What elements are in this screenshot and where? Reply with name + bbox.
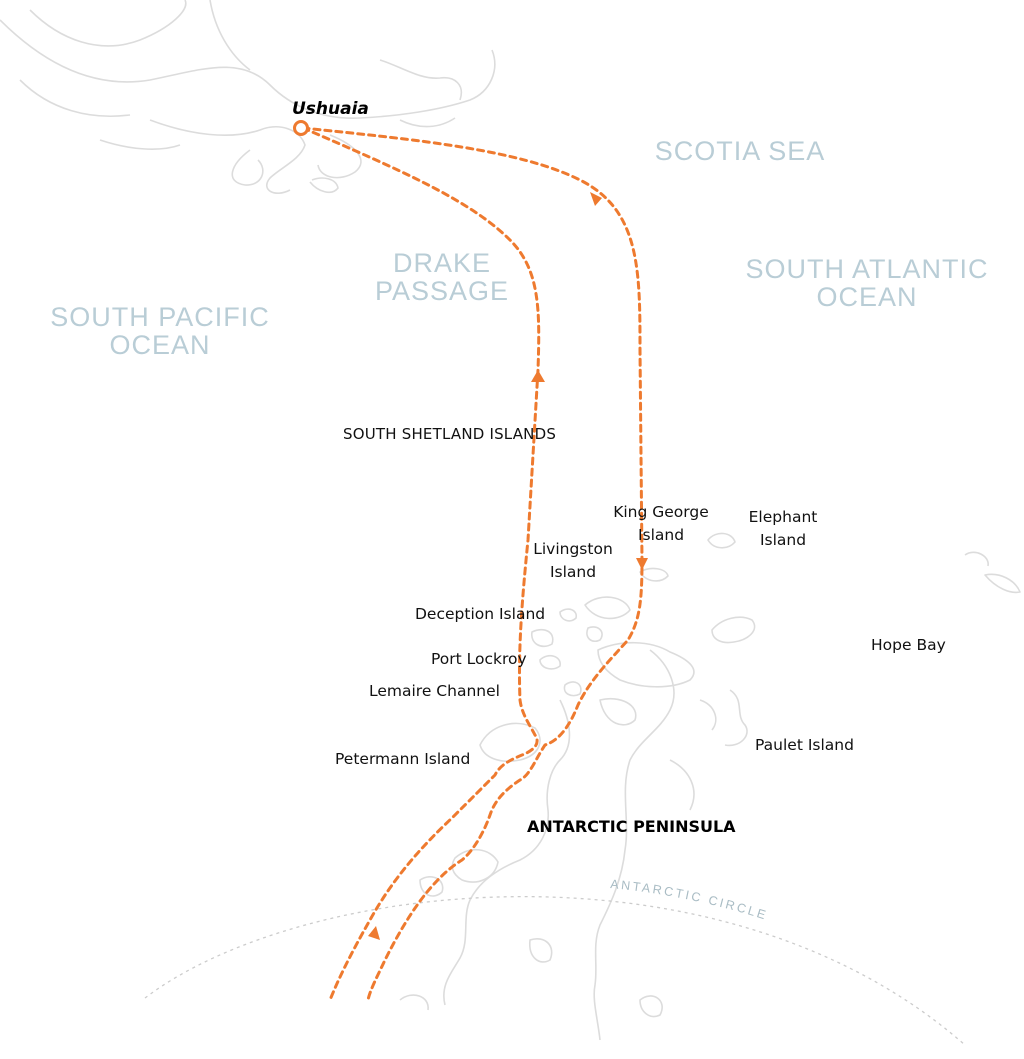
place-label-elephant-1[interactable]: Elephant (749, 508, 818, 526)
sea-label-south-atlantic-2: OCEAN (816, 282, 917, 312)
antarctic-circle-label: ANTARCTIC CIRCLE (610, 877, 770, 923)
place-label-lemaire[interactable]: Lemaire Channel (369, 682, 500, 700)
port-label-ushuaia: Ushuaia (292, 99, 369, 119)
route-arrow-icon (636, 558, 648, 570)
place-label-hope-bay[interactable]: Hope Bay (871, 636, 946, 654)
route-arrow-icon (531, 370, 545, 382)
sea-label-drake-1: DRAKE (393, 248, 491, 278)
place-label-elephant-2[interactable]: Island (760, 531, 806, 549)
place-label-paulet[interactable]: Paulet Island (755, 736, 854, 754)
sea-label-scotia: SCOTIA SEA (655, 136, 826, 166)
voyage-route (301, 126, 644, 1002)
region-label-antarctic-peninsula: ANTARCTIC PENINSULA (527, 817, 736, 836)
sea-label-south-pacific-1: SOUTH PACIFIC (50, 302, 270, 332)
route-arrow-icon (590, 192, 602, 206)
place-label-port-lockroy[interactable]: Port Lockroy (431, 650, 527, 668)
sea-label-drake-2: PASSAGE (375, 276, 509, 306)
place-label-livingston-1[interactable]: Livingston (533, 540, 613, 558)
route-return-west (301, 126, 541, 1002)
place-label-deception[interactable]: Deception Island (415, 605, 545, 623)
tierra-del-fuego-coastline (0, 0, 496, 194)
ushuaia-port-marker-icon[interactable] (293, 120, 309, 136)
region-label-south-shetland: SOUTH SHETLAND ISLANDS (343, 425, 556, 443)
antarctic-coastline (399, 532, 1021, 1041)
sea-label-south-pacific-2: OCEAN (109, 330, 210, 360)
place-label-king-george-2[interactable]: Island (638, 526, 684, 544)
route-arrow-icon (368, 926, 380, 940)
place-label-king-george-1[interactable]: King George (613, 503, 709, 521)
route-outbound-east (301, 126, 644, 1002)
antarctic-circle-line (144, 896, 966, 1046)
place-label-livingston-2[interactable]: Island (550, 563, 596, 581)
place-label-petermann[interactable]: Petermann Island (335, 750, 470, 768)
sea-label-south-atlantic-1: SOUTH ATLANTIC (745, 254, 988, 284)
